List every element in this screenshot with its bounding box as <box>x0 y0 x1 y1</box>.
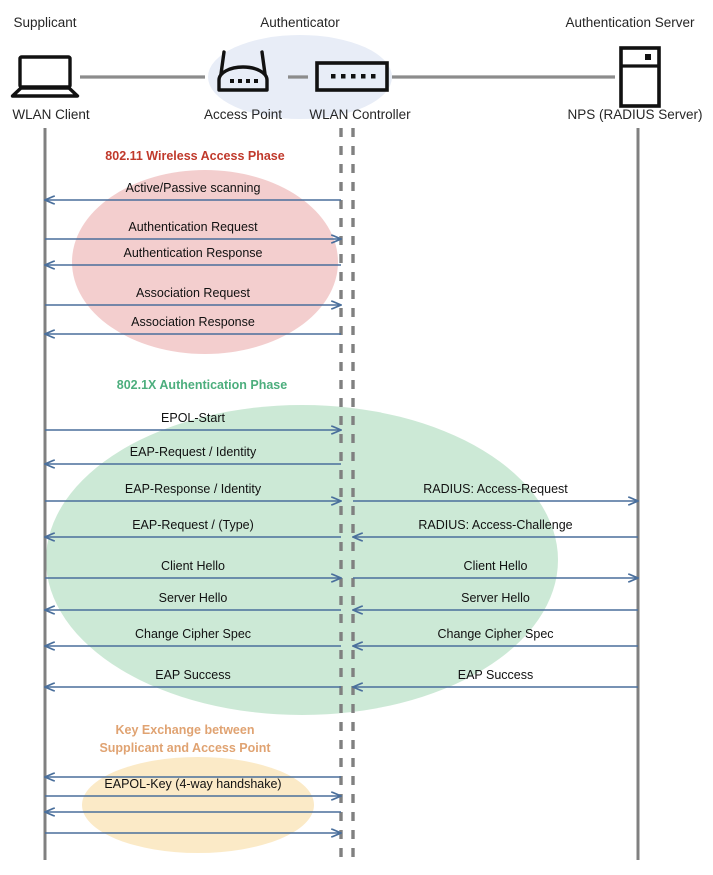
phase1-ellipse <box>72 170 338 354</box>
right-segment-arrows <box>353 501 638 687</box>
message-label-right-5: EAP Success <box>457 668 534 682</box>
message-label-left-5: EPOL-Start <box>161 411 225 425</box>
message-label-left-0: Active/Passive scanning <box>125 181 261 195</box>
role-label-authentication-server: Authentication Server <box>565 15 695 30</box>
device-label-wlan-controller: WLAN Controller <box>309 107 411 122</box>
message-label-left-7: EAP-Response / Identity <box>124 482 262 496</box>
message-label-left-11: Change Cipher Spec <box>134 627 252 641</box>
lifelines <box>43 128 640 860</box>
network-switch-icon <box>315 61 389 92</box>
laptop-icon <box>10 55 80 98</box>
message-label-left-8: EAP-Request / (Type) <box>132 518 254 532</box>
device-label-access-point: Access Point <box>203 107 283 122</box>
message-label-left-14: EAPOL-Key (4-way handshake) <box>104 777 282 791</box>
message-label-left-3: Association Request <box>136 286 250 300</box>
phase-backdrops <box>46 170 558 853</box>
message-label-left-1: Authentication Request <box>128 220 258 234</box>
phase3-ellipse <box>82 757 314 853</box>
message-label-right-2: Client Hello <box>463 559 528 573</box>
message-label-right-3: Server Hello <box>461 591 530 605</box>
phase-label-key-exchange-line-0: Key Exchange between <box>115 723 255 737</box>
phase-label-802-1x: 802.1X Authentication Phase <box>116 378 288 392</box>
message-label-left-9: Client Hello <box>161 559 225 573</box>
server-rack-icon <box>619 46 661 108</box>
phase2-ellipse <box>46 405 558 715</box>
phase-label-802-11: 802.11 Wireless Access Phase <box>105 149 285 163</box>
left-segment-arrows <box>45 200 341 833</box>
phase-label-key-exchange-line-1: Supplicant and Access Point <box>99 741 271 755</box>
role-label-supplicant: Supplicant <box>13 15 77 30</box>
message-label-left-4: Association Response <box>131 315 255 329</box>
message-label-left-10: Server Hello <box>158 591 228 605</box>
role-label-authenticator: Authenticator <box>260 15 340 30</box>
message-label-left-6: EAP-Request / Identity <box>129 445 257 459</box>
message-label-left-12: EAP Success <box>155 668 231 682</box>
message-label-left-2: Authentication Response <box>123 246 263 260</box>
message-label-right-4: Change Cipher Spec <box>437 627 554 641</box>
wireless-router-icon <box>217 50 269 92</box>
device-label-nps: NPS (RADIUS Server) <box>567 107 703 122</box>
message-label-right-1: RADIUS: Access-Challenge <box>418 518 573 532</box>
device-label-wlan-client: WLAN Client <box>12 107 90 122</box>
message-label-right-0: RADIUS: Access-Request <box>423 482 568 496</box>
